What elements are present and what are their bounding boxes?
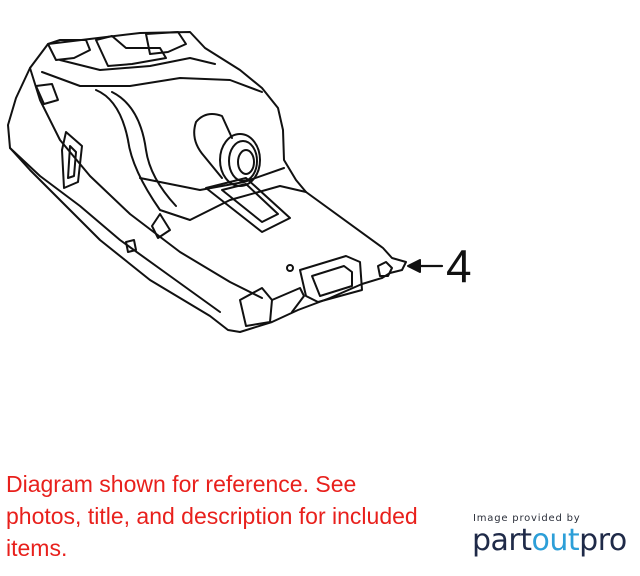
chamfer-line [271, 287, 305, 313]
logo-part2: out [531, 523, 580, 558]
logo-part3: pro [579, 523, 627, 558]
surface-curve-2 [111, 91, 177, 207]
disclaimer-text: Diagram shown for reference. See photos,… [6, 471, 418, 561]
callout-arrowhead [407, 259, 421, 273]
left-vent [61, 131, 83, 189]
top-ridge [59, 57, 216, 71]
surface-band [139, 167, 285, 191]
credit-caption: Image provided by [473, 513, 581, 524]
top-clip-center [95, 35, 167, 67]
partoutpro-logo: partoutpro [472, 524, 632, 558]
top-clip-right [145, 31, 187, 55]
port-base-inner [221, 183, 279, 223]
underside-nub [125, 239, 137, 253]
latch-tab [299, 255, 363, 303]
end-clip [377, 261, 393, 277]
logo-part1: part [472, 523, 532, 558]
left-wall [29, 67, 263, 299]
latch-tab-inner [311, 265, 353, 297]
port-neck [193, 113, 233, 179]
port-inner [237, 149, 255, 175]
chamfer-front [239, 287, 273, 327]
top-ridge-2 [41, 71, 263, 93]
image-credit: Image provided by partoutpro [472, 513, 632, 558]
surface-curve [95, 89, 307, 221]
mount-hole [286, 264, 294, 272]
left-slot [35, 83, 59, 105]
part-diagram [7, 31, 444, 333]
port-mid [228, 140, 258, 182]
port-base [205, 177, 291, 233]
top-clip-left [47, 39, 91, 61]
left-wall-lower [9, 147, 221, 313]
left-vent-inner [67, 145, 77, 179]
callout-number: 4 [446, 240, 472, 292]
chamfer-left [151, 213, 171, 239]
